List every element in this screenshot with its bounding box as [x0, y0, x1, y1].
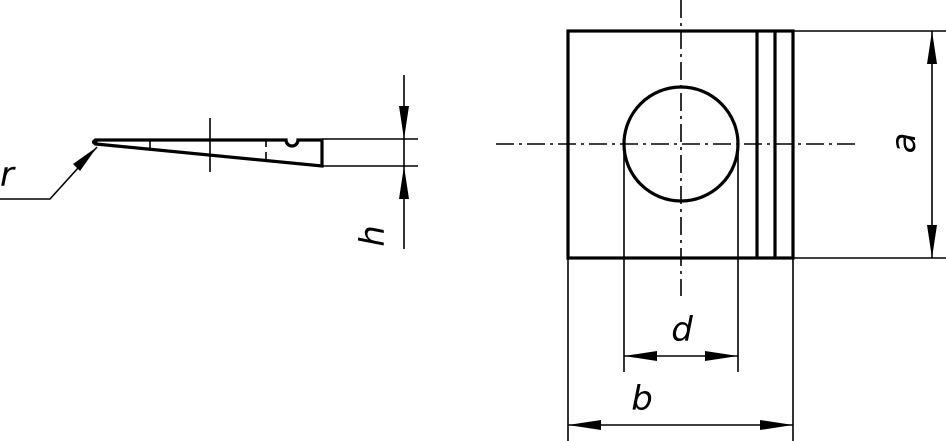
- a-label: a: [884, 133, 924, 154]
- a-arrow-bottom: [927, 225, 937, 258]
- side-view: h r: [0, 75, 418, 249]
- radius-corner: [91, 138, 97, 146]
- d-arrow-right: [705, 351, 738, 361]
- d-arrow-left: [624, 351, 657, 361]
- a-arrow-top: [927, 31, 937, 64]
- r-label: r: [0, 155, 16, 195]
- h-label: h: [353, 225, 393, 247]
- wedge-outline: [94, 138, 324, 168]
- front-view: a d b: [496, 0, 946, 441]
- b-arrow-right: [760, 420, 793, 430]
- h-arrow-top: [399, 106, 409, 139]
- b-arrow-left: [568, 420, 601, 430]
- r-leader-arrow: [73, 147, 97, 171]
- r-leader-line: [0, 146, 98, 200]
- b-label: b: [631, 379, 653, 419]
- d-label: d: [671, 310, 693, 350]
- h-arrow-bottom: [399, 166, 409, 199]
